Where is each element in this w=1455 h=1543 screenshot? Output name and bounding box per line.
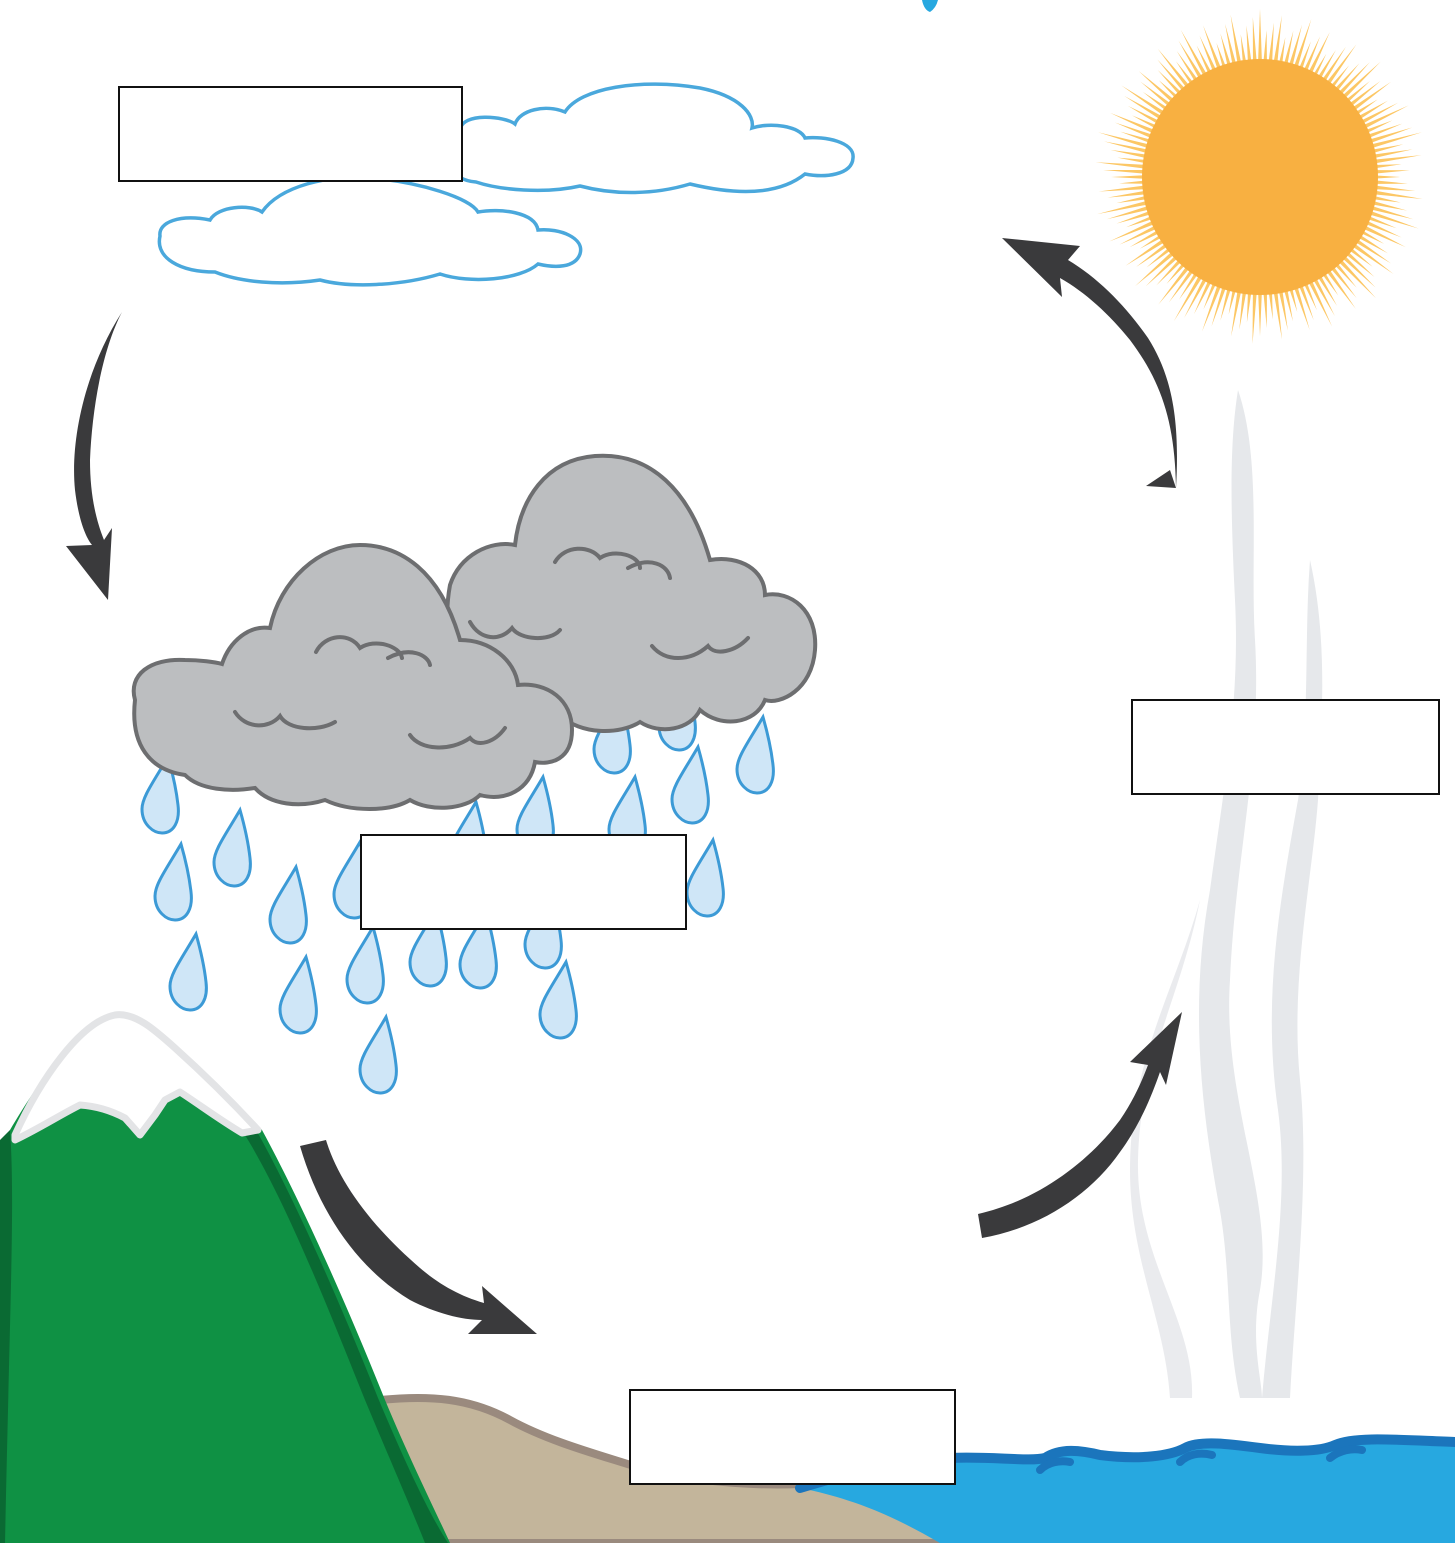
- raindrop-icon: [170, 934, 206, 1010]
- raindrop-icon: [540, 962, 576, 1038]
- raindrop-icon: [347, 927, 383, 1003]
- rain-cloud-icon: [134, 456, 816, 809]
- sun-icon: [1096, 9, 1423, 344]
- label-box-top-left[interactable]: [118, 86, 463, 182]
- raindrop-icon: [737, 717, 773, 793]
- raindrop-icon: [214, 810, 250, 886]
- arrow-water-to-steam: [978, 1012, 1182, 1238]
- arrow-steam-to-sun: [1002, 238, 1177, 488]
- raindrop-icon: [280, 957, 316, 1033]
- raindrop-icon: [155, 844, 191, 920]
- raindrop-icon: [687, 840, 723, 916]
- raindrop-icon: [270, 867, 306, 943]
- label-box-middle[interactable]: [360, 834, 687, 930]
- sun-core: [1142, 59, 1378, 295]
- label-box-right[interactable]: [1131, 699, 1440, 795]
- arrow-clouds-to-rain: [66, 312, 122, 600]
- label-box-bottom[interactable]: [629, 1389, 956, 1485]
- top-edge-mark: [922, 0, 938, 12]
- raindrop-icon: [672, 747, 708, 823]
- steam-icon: [1130, 390, 1322, 1398]
- raindrop-icon: [360, 1017, 396, 1093]
